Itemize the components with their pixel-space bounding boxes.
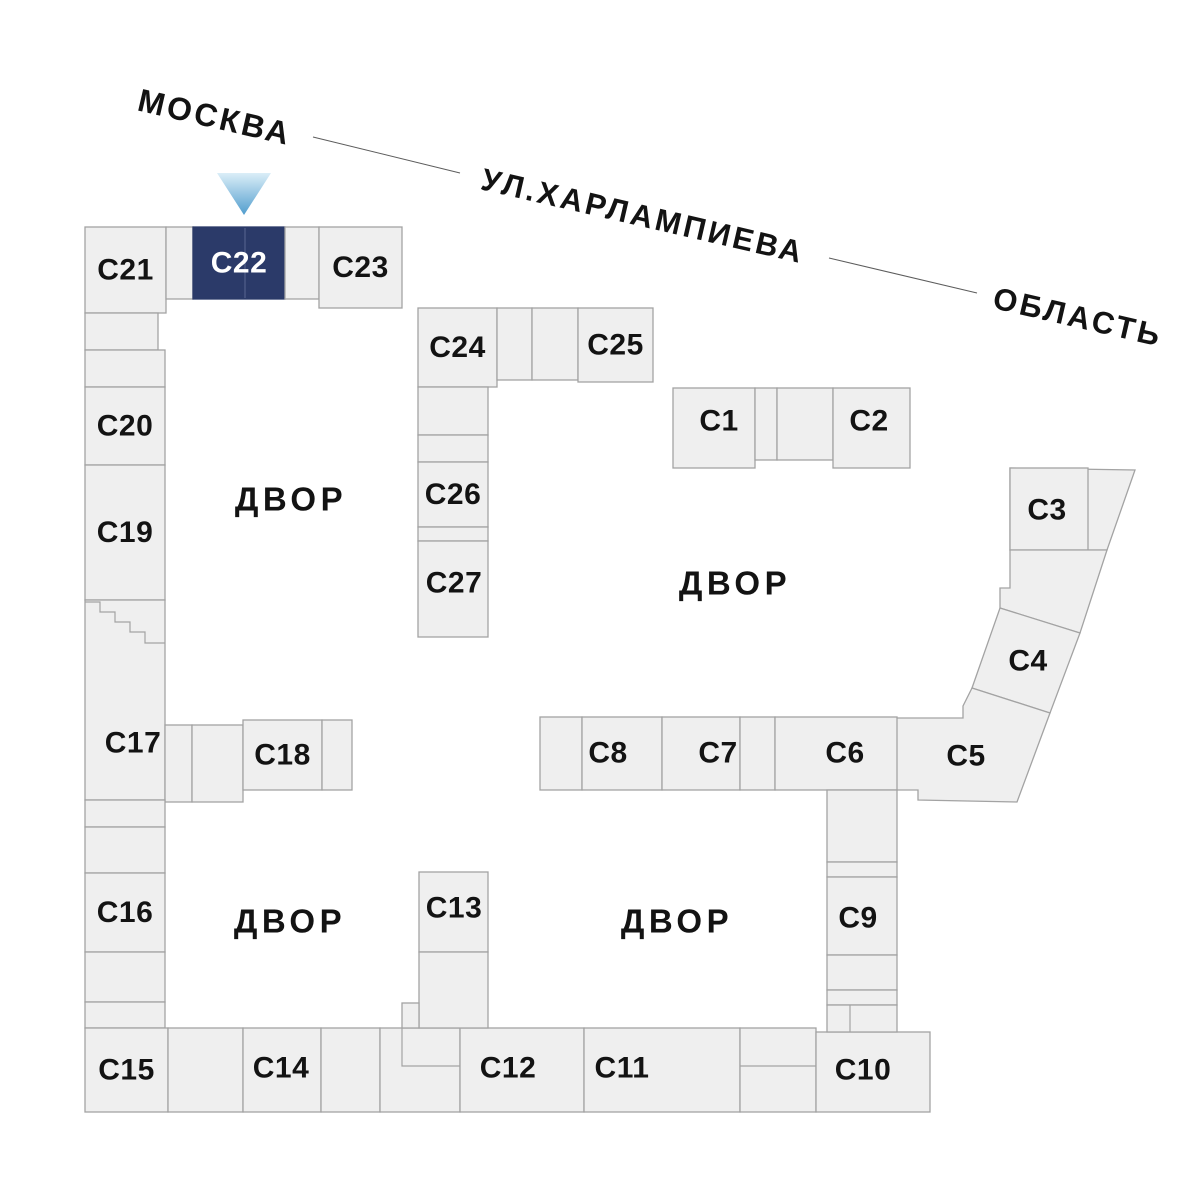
block-С10[interactable] <box>815 1031 931 1113</box>
block-С24[interactable] <box>417 307 498 388</box>
block-section <box>84 349 166 388</box>
street-label-kharlampieva: УЛ.ХАРЛАМПИЕВА <box>478 162 808 270</box>
block-label-С19: С19 <box>97 516 154 549</box>
block-С27[interactable] <box>417 540 489 638</box>
block-section <box>776 387 834 461</box>
block-label-С25: С25 <box>587 329 644 362</box>
block-label-С11: С11 <box>595 1052 650 1085</box>
block-С7[interactable] <box>661 716 741 791</box>
block-section <box>826 989 898 1006</box>
block-С6[interactable] <box>774 716 898 791</box>
block-section <box>531 307 579 381</box>
block-label-С24: С24 <box>429 331 486 364</box>
block-section <box>84 951 166 1003</box>
block-label-С22: С22 <box>211 247 268 280</box>
courtyard-label: ДВОР <box>679 565 791 602</box>
courtyard-label: ДВОР <box>235 481 347 518</box>
block-С23[interactable] <box>318 226 403 309</box>
block-label-С15: С15 <box>98 1054 155 1087</box>
street-label-moscow: МОСКВА <box>135 82 296 152</box>
block-section <box>826 861 898 878</box>
block-section <box>379 1027 461 1113</box>
block-С25[interactable] <box>577 307 654 383</box>
block-section <box>418 951 489 1029</box>
block-section <box>165 226 194 300</box>
block-section <box>191 724 244 803</box>
block-С20[interactable] <box>84 386 166 466</box>
courtyard-label: ДВОР <box>621 903 733 940</box>
block-label-С14: С14 <box>253 1052 310 1085</box>
block-section <box>417 526 489 542</box>
block-section <box>320 1027 381 1113</box>
block-С5[interactable] <box>894 687 1051 803</box>
plan-detail-line <box>401 1028 460 1067</box>
block-С3[interactable] <box>1009 467 1089 551</box>
block-С8[interactable] <box>581 716 663 791</box>
block-label-С1: С1 <box>699 405 738 438</box>
block-label-С21: С21 <box>97 254 154 287</box>
street-label-oblast: ОБЛАСТЬ <box>990 281 1166 354</box>
block-С1[interactable] <box>672 387 756 469</box>
block-section <box>84 312 159 351</box>
block-section <box>496 307 533 381</box>
block-С16[interactable] <box>84 872 166 953</box>
block-С11[interactable] <box>583 1027 741 1113</box>
block-label-С3: С3 <box>1027 494 1066 527</box>
block-section <box>164 724 193 803</box>
block-label-С9: С9 <box>838 902 877 935</box>
block-section <box>401 1002 420 1029</box>
block-section <box>84 799 166 828</box>
block-section <box>321 719 353 791</box>
block-section <box>284 226 320 300</box>
block-label-С13: С13 <box>426 892 483 925</box>
block-section <box>539 716 583 791</box>
block-label-С20: С20 <box>97 410 154 443</box>
block-label-С6: С6 <box>825 737 864 770</box>
block-С2[interactable] <box>832 387 911 469</box>
selected-block-marker-icon <box>217 173 271 215</box>
street-leader-line <box>828 257 978 294</box>
block-label-С10: С10 <box>835 1054 892 1087</box>
block-С26[interactable] <box>417 461 489 528</box>
block-section <box>417 434 489 463</box>
block-label-С18: С18 <box>254 739 311 772</box>
block-section <box>826 954 898 991</box>
block-label-С4: С4 <box>1008 645 1047 678</box>
block-label-С7: С7 <box>698 737 737 770</box>
block-section <box>826 1004 898 1033</box>
block-С21[interactable] <box>84 226 167 314</box>
block-section <box>826 789 898 863</box>
block-label-С8: С8 <box>588 737 627 770</box>
block-С22[interactable] <box>192 226 286 300</box>
block-section <box>739 1027 817 1113</box>
street-leader-line <box>312 136 461 174</box>
block-section <box>84 1001 166 1029</box>
block-label-С26: С26 <box>425 478 482 511</box>
block-section <box>167 1027 244 1113</box>
block-С14[interactable] <box>242 1027 322 1113</box>
block-label-С2: С2 <box>849 405 888 438</box>
block-label-С27: С27 <box>426 567 483 600</box>
block-section <box>754 387 778 461</box>
courtyard-label: ДВОР <box>234 903 346 940</box>
block-С12[interactable] <box>459 1027 585 1113</box>
block-label-С23: С23 <box>332 251 389 284</box>
block-label-С16: С16 <box>97 896 154 929</box>
block-С18[interactable] <box>242 719 323 791</box>
block-section <box>739 716 776 791</box>
block-С19[interactable] <box>84 464 166 601</box>
block-section <box>417 386 489 436</box>
block-С17[interactable] <box>84 599 166 801</box>
block-label-С17: С17 <box>105 727 162 760</box>
block-label-С5: С5 <box>946 740 985 773</box>
block-section <box>84 826 166 874</box>
block-label-С12: С12 <box>480 1052 537 1085</box>
plan-detail-line <box>85 601 165 644</box>
